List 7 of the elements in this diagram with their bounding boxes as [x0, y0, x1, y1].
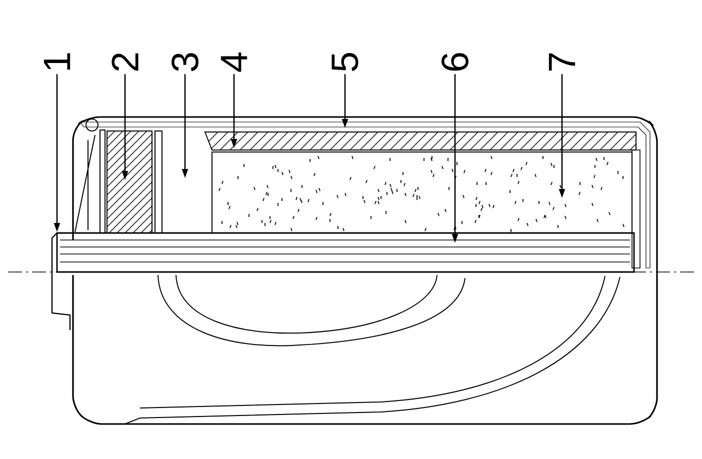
callout-number: 1	[44, 53, 70, 70]
callout-number: 3	[172, 53, 198, 72]
callout-number: 6	[442, 53, 468, 71]
callout-number: 5	[332, 53, 358, 72]
callout-number: 2	[112, 53, 138, 71]
callout-number: 7	[548, 53, 576, 71]
callout-number: 4	[220, 52, 248, 72]
